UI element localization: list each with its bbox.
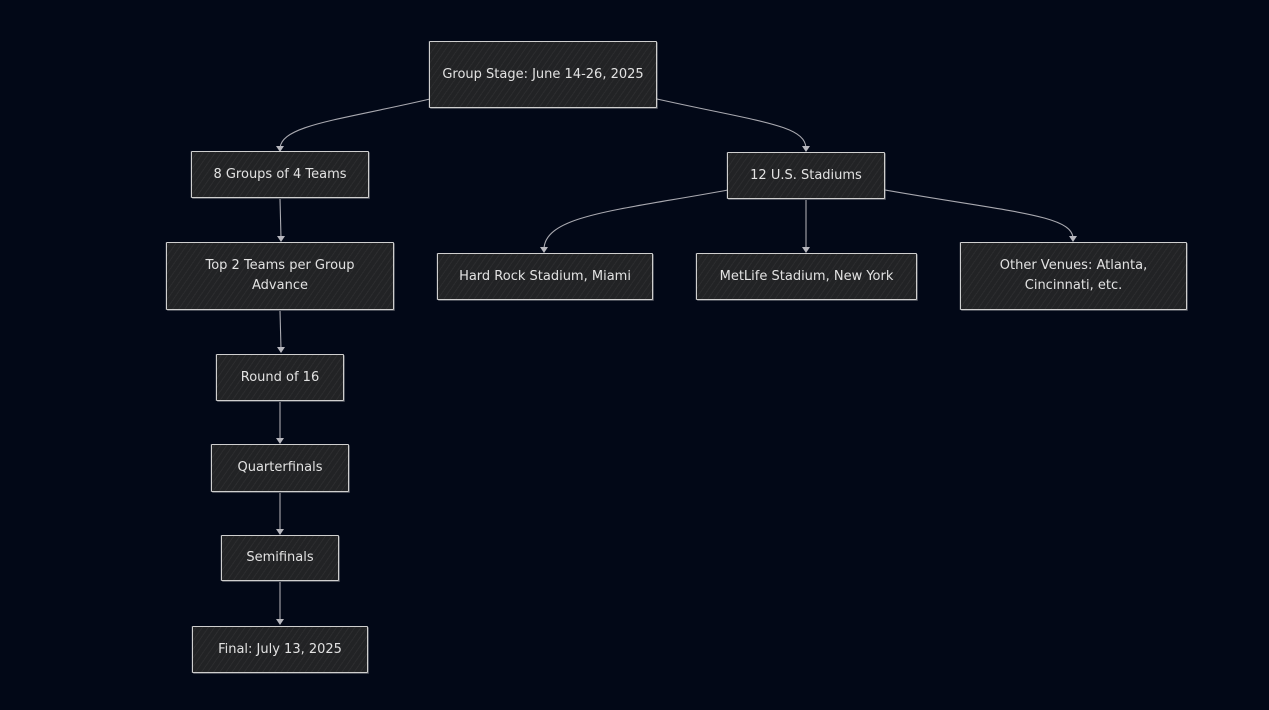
edge-stadiums-to-other-venues	[884, 189, 1074, 239]
node-label: 8 Groups of 4 Teams	[213, 166, 347, 182]
edge-arrow	[277, 347, 285, 353]
edge-group-stage-to-stadiums	[656, 98, 807, 149]
node-metlife[interactable]: MetLife Stadium, New York	[696, 253, 917, 300]
node-label: MetLife Stadium, New York	[719, 268, 894, 284]
node-label: Hard Rock Stadium, Miami	[459, 268, 631, 284]
node-label: Semifinals	[246, 550, 314, 565]
edge-advance-to-round16	[279, 310, 282, 350]
edge-arrow	[276, 438, 284, 444]
node-label: Quarterfinals	[237, 460, 323, 475]
edge-arrow	[276, 529, 284, 535]
node-groups[interactable]: 8 Groups of 4 Teams	[191, 151, 369, 198]
node-semifinals[interactable]: Semifinals	[221, 535, 339, 581]
edge-groups-to-advance	[279, 198, 282, 239]
node-label: Top 2 Teams per Group Advance	[205, 258, 355, 293]
edge-group-stage-to-groups	[279, 98, 431, 149]
node-quarterfinals[interactable]: Quarterfinals	[211, 444, 349, 492]
edge-arrow	[1069, 236, 1077, 242]
edge-arrow	[276, 146, 284, 152]
node-stadiums[interactable]: 12 U.S. Stadiums	[727, 152, 885, 199]
node-other-venues[interactable]: Other Venues: Atlanta, Cincinnati, etc.	[960, 242, 1187, 310]
edge-stadiums-to-hard-rock	[543, 189, 729, 250]
edge-arrow	[802, 247, 810, 253]
node-label: 12 U.S. Stadiums	[750, 167, 862, 183]
node-label: Final: July 13, 2025	[218, 641, 342, 657]
node-final[interactable]: Final: July 13, 2025	[192, 626, 368, 673]
node-label: Other Venues: Atlanta, Cincinnati, etc.	[999, 258, 1148, 293]
edge-arrow	[277, 236, 285, 242]
node-hard-rock[interactable]: Hard Rock Stadium, Miami	[437, 253, 653, 300]
node-advance[interactable]: Top 2 Teams per Group Advance	[166, 242, 394, 310]
edge-arrow	[540, 247, 548, 253]
edge-arrow	[802, 146, 810, 152]
node-label: Round of 16	[240, 369, 320, 385]
node-label: Group Stage: June 14-26, 2025	[442, 66, 644, 82]
edge-arrow	[276, 619, 284, 625]
node-round16[interactable]: Round of 16	[216, 354, 344, 401]
node-group-stage[interactable]: Group Stage: June 14-26, 2025	[429, 41, 657, 108]
